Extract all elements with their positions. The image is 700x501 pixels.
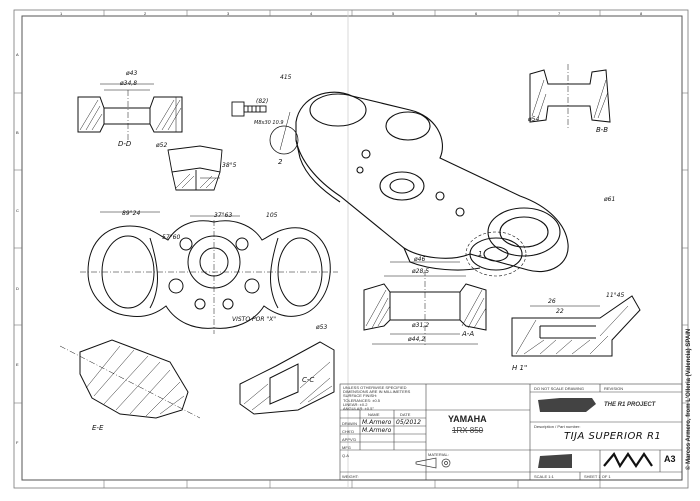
part-name: TIJA SUPERIOR R1	[564, 431, 662, 442]
drawn-name: M.Armero	[362, 419, 392, 426]
dim-1145: 11°45	[606, 292, 625, 299]
frame-row-c: C	[16, 208, 19, 213]
dim-3763: 37°63	[214, 212, 233, 219]
frame-col-6: 6	[475, 11, 478, 16]
frame-row-f: F	[16, 440, 19, 445]
section-ee-hatch	[85, 345, 185, 417]
detail-h-hatch	[515, 305, 629, 355]
detail-circle-2	[269, 125, 299, 155]
frame-row-d: D	[16, 286, 19, 291]
dim-d54: ø54	[528, 116, 540, 123]
label-section-dd: D-D	[118, 140, 132, 148]
row-qa: Q.A	[342, 453, 349, 458]
dim-d43: ø43	[126, 70, 138, 77]
frame-col-3: 3	[227, 11, 230, 16]
header-name: NAME	[368, 412, 380, 417]
frame-col-4: 4	[310, 11, 313, 16]
section-cc-drawing	[239, 341, 335, 415]
frame-col-2: 2	[144, 11, 147, 16]
bolt-drawing	[231, 101, 267, 117]
label-detail-2: 2	[278, 158, 283, 166]
sheet-size: A3	[664, 454, 676, 464]
dim-8924: 89°24	[122, 210, 141, 217]
detail-h-drawing	[511, 295, 641, 357]
frame-row-ticks	[14, 92, 688, 404]
chkd-name: M.Armero	[362, 427, 392, 434]
section-dd-drawing	[77, 83, 183, 140]
section-ee-drawing	[59, 339, 201, 419]
dim-d46: ø46	[414, 256, 426, 263]
header-date: DATE	[400, 412, 411, 417]
revision-label: REVISION	[604, 386, 624, 391]
dim-105: 105	[266, 212, 278, 219]
frame-row-e: E	[16, 362, 19, 367]
dim-5760: 57°60	[162, 234, 181, 241]
dim-26: 26	[548, 298, 556, 305]
row-mfg: MFG	[342, 445, 351, 450]
row-drawn: DRAWN	[342, 421, 357, 426]
do-not-scale-label: DO NOT SCALE DRAWING	[534, 386, 585, 391]
detail-circle-1	[465, 231, 527, 277]
frame-col-7: 7	[558, 11, 561, 16]
dovetail-hatch	[175, 173, 217, 189]
label-section-bb: B-B	[596, 126, 609, 134]
dim-d442: ø44,2	[408, 336, 426, 343]
dim-d348: ø34,8	[120, 80, 138, 87]
front-view-drawing	[80, 211, 338, 334]
drawn-date: 05/2012	[396, 419, 421, 426]
weight-label: WEIGHT:	[342, 474, 359, 479]
general-notes: UNLESS OTHERWISE SPECIFIED DIMENSIONS AR…	[343, 385, 411, 412]
label-section-aa: A-A	[462, 330, 475, 338]
description-label: Description / Part number:	[534, 424, 581, 429]
dim-d52: ø52	[156, 142, 168, 149]
label-detail-1: 1	[478, 250, 483, 258]
section-bb-drawing	[529, 64, 611, 130]
brand-text: THE R1 PROJECT	[604, 402, 656, 408]
section-aa-drawing	[363, 261, 487, 346]
title-block-grid	[339, 383, 683, 481]
brand-logo-icon	[538, 398, 653, 469]
dim-d53: ø53	[316, 324, 328, 331]
row-appvd: APPV'D	[342, 437, 357, 442]
section-aa-hatch	[365, 289, 487, 329]
projection-symbol-icon	[415, 457, 451, 469]
dim-82: (82)	[256, 98, 269, 105]
frame-row-a: A	[16, 52, 19, 57]
author-credit: © Marcos Armero, from L'Olleria (Valenci…	[686, 328, 692, 470]
dim-bolt: M8x30 10.9	[254, 120, 284, 126]
frame-row-b: B	[16, 130, 19, 135]
dim-d312: ø31,2	[412, 322, 430, 329]
material-label: MATERIAL:	[428, 452, 449, 457]
frame-column-ticks	[103, 10, 601, 488]
frame-col-5: 5	[392, 11, 395, 16]
label-section-cc: C-C	[302, 376, 315, 384]
dim-d385: 38°5	[222, 162, 237, 169]
label-section-ee: E-E	[92, 424, 104, 432]
model-label: 1RX 850	[452, 426, 484, 435]
dim-d61: ø61	[604, 196, 616, 203]
section-bb-hatch	[531, 79, 609, 119]
label-detail-h: H 1"	[512, 364, 528, 372]
sheet-label: SHEET 1 OF 1	[584, 474, 611, 479]
label-view-x: VISTO POR "X"	[232, 316, 277, 323]
scale-label: SCALE 1:1	[534, 474, 554, 479]
dim-d285: ø28,5	[412, 268, 430, 275]
make-label: YAMAHA	[448, 414, 487, 424]
section-cc-hatch	[243, 361, 333, 411]
dim-22: 22	[556, 308, 564, 315]
row-chkd: CHK'D	[342, 429, 355, 434]
section-dd-hatch	[79, 99, 182, 131]
dim-415: 415	[280, 74, 292, 81]
frame-col-1: 1	[60, 11, 63, 16]
frame-col-8: 8	[640, 11, 643, 16]
